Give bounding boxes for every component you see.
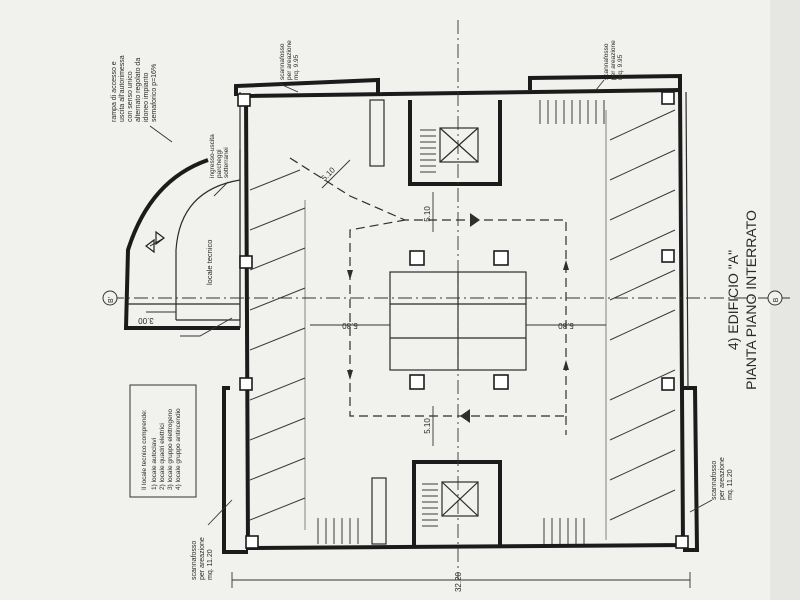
scannafosso-line: per areazione bbox=[286, 40, 293, 80]
traffic-circulation-path bbox=[289, 157, 569, 435]
axis-label-right: B bbox=[773, 297, 780, 302]
parking-stalls-top bbox=[539, 100, 605, 124]
ingresso-note-line: ingresso-uscita bbox=[209, 134, 216, 178]
scannafosso-line: mq. 9.95 bbox=[617, 54, 624, 80]
ingresso-note-line: sotterranei bbox=[223, 147, 230, 178]
dimension-label-overall: 32.20 bbox=[454, 571, 463, 592]
ramp-note-line: uscita all'autorimessa bbox=[119, 55, 126, 122]
scannafosso-line: mq. 11.20 bbox=[207, 549, 214, 580]
ramp-note-line: con senso unico bbox=[127, 71, 134, 122]
axis-label-left: B' bbox=[108, 297, 115, 303]
ingresso-note-line: parcheggi bbox=[216, 149, 223, 178]
ramp-note: rampa di accesso e uscita all'autorimess… bbox=[111, 55, 158, 122]
ramp-note-line: rampa di accesso e bbox=[111, 61, 118, 122]
scannafosso-line: scannafosso bbox=[279, 43, 286, 80]
section-axis bbox=[102, 20, 790, 580]
legend-heading: Il locale tecnico comprende: bbox=[141, 409, 148, 490]
leader-lines bbox=[149, 79, 713, 526]
ramp-width-label: 3.00 bbox=[138, 316, 154, 325]
dimension-label: 5.10 bbox=[423, 418, 432, 434]
dimension-label: 5.80 bbox=[342, 321, 358, 330]
dimension-label: 5.80 bbox=[558, 321, 574, 330]
structural-columns bbox=[237, 91, 689, 549]
scannafosso-line: scannafosso bbox=[191, 541, 198, 580]
parking-stalls-bottom bbox=[317, 518, 585, 544]
scannafosso-line: per areazione bbox=[199, 537, 206, 580]
locale-tecnico-label: locale tecnico bbox=[205, 240, 214, 285]
title-line-1: 4) EDIFICIO "A" bbox=[725, 250, 741, 350]
scannafosso-line: mq. 11.20 bbox=[727, 469, 734, 500]
parking-stalls-left bbox=[249, 169, 306, 530]
dimension-label: 5.10 bbox=[423, 206, 432, 222]
legend-item: 3) locale gruppo elettrogeno bbox=[167, 409, 174, 490]
stair-core-top bbox=[369, 99, 502, 186]
dimension-lines bbox=[146, 159, 691, 588]
stair-core-bottom bbox=[371, 460, 502, 545]
ingresso-note: ingresso-uscita parcheggi sotterranei bbox=[209, 134, 230, 178]
legend-item: 2) locale quadri elettrici bbox=[159, 423, 166, 490]
ramp-note-line: semaforico p=16% bbox=[151, 64, 158, 122]
scannafosso-line: per areazione bbox=[610, 40, 617, 80]
title-block: 4) EDIFICIO "A" PIANTA PIANO INTERRATO bbox=[725, 210, 759, 390]
scannafosso-bottom-left: scannafosso per areazione mq. 11.20 bbox=[191, 537, 214, 580]
scannafosso-top-left: scannafosso per areazione mq. 9.95 bbox=[279, 40, 300, 80]
ramp-note-line: alternato regolato da bbox=[135, 58, 142, 122]
legend-item: 4) locale gruppo antincendio bbox=[175, 408, 182, 490]
ramp-note-line: idoneo impianto bbox=[143, 72, 150, 122]
scannafosso-line: mq. 9.95 bbox=[293, 54, 300, 80]
legend-box bbox=[129, 384, 197, 498]
scannafosso-top-right: scannafosso per areazione mq. 9.95 bbox=[603, 40, 624, 80]
parking-stalls-right bbox=[605, 109, 676, 540]
scannafosso-bottom-right: scannafosso per areazione mq. 11.20 bbox=[711, 457, 734, 500]
legend: Il locale tecnico comprende: 1) locale a… bbox=[141, 408, 182, 490]
title-line-2: PIANTA PIANO INTERRATO bbox=[743, 210, 759, 390]
legend-item: 1) locale autoclavi bbox=[151, 438, 158, 490]
scannafosso-line: per areazione bbox=[719, 457, 726, 500]
scannafosso-line: scannafosso bbox=[603, 43, 610, 80]
scannafosso-line: scannafosso bbox=[711, 461, 718, 500]
ramp-direction-arrows bbox=[145, 230, 165, 254]
